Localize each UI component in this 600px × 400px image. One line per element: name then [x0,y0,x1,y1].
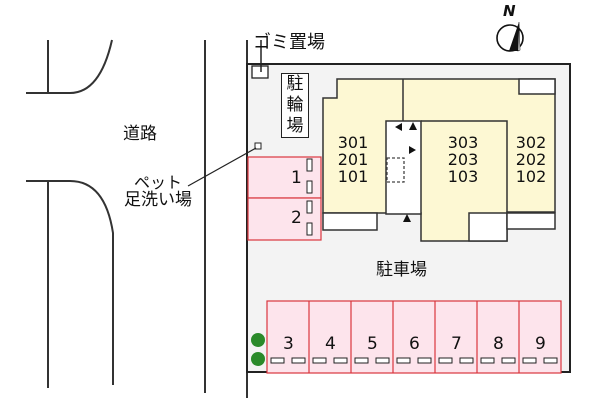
entrance-arrows [395,122,417,222]
parking-space-8: 8 [493,334,504,354]
tree-icons [251,333,265,366]
bicycle-parking-label: 駐 輪 場 [281,73,309,138]
pet-wash-marker [254,142,262,150]
pet-wash-label: ペット 足洗い場 [124,173,192,210]
bottom-parking [266,300,562,374]
north-arrow-icon [496,21,524,52]
building-footprint [322,78,556,242]
road-label: 道路 [123,124,157,144]
parking-space-4: 4 [325,334,336,354]
parking-space-5: 5 [367,334,378,354]
parking-space-2: 2 [291,208,302,228]
parking-space-1: 1 [291,168,302,188]
unit-stack-east: 302 202 102 [507,134,555,185]
parking-space-9: 9 [535,334,546,354]
north-label: N [503,2,516,20]
road-lines [26,39,248,398]
garbage-station-label: ゴミ置場 [253,32,325,53]
unit-stack-center: 303 203 103 [438,134,488,185]
garbage-station-marker [251,65,269,79]
parking-space-7: 7 [451,334,462,354]
unit-301: 301 [337,133,369,152]
side-parking [247,156,322,241]
unit-303: 303 [447,133,479,152]
parking-space-3: 3 [283,334,294,354]
unit-202: 202 [515,150,547,169]
unit-302: 302 [515,133,547,152]
parking-space-6: 6 [409,334,420,354]
unit-102: 102 [515,167,547,186]
parking-lot-label: 駐車場 [376,260,427,280]
unit-stack-west: 301 201 101 [328,134,378,185]
unit-101: 101 [337,167,369,186]
unit-201: 201 [337,150,369,169]
unit-203: 203 [447,150,479,169]
unit-103: 103 [447,167,479,186]
